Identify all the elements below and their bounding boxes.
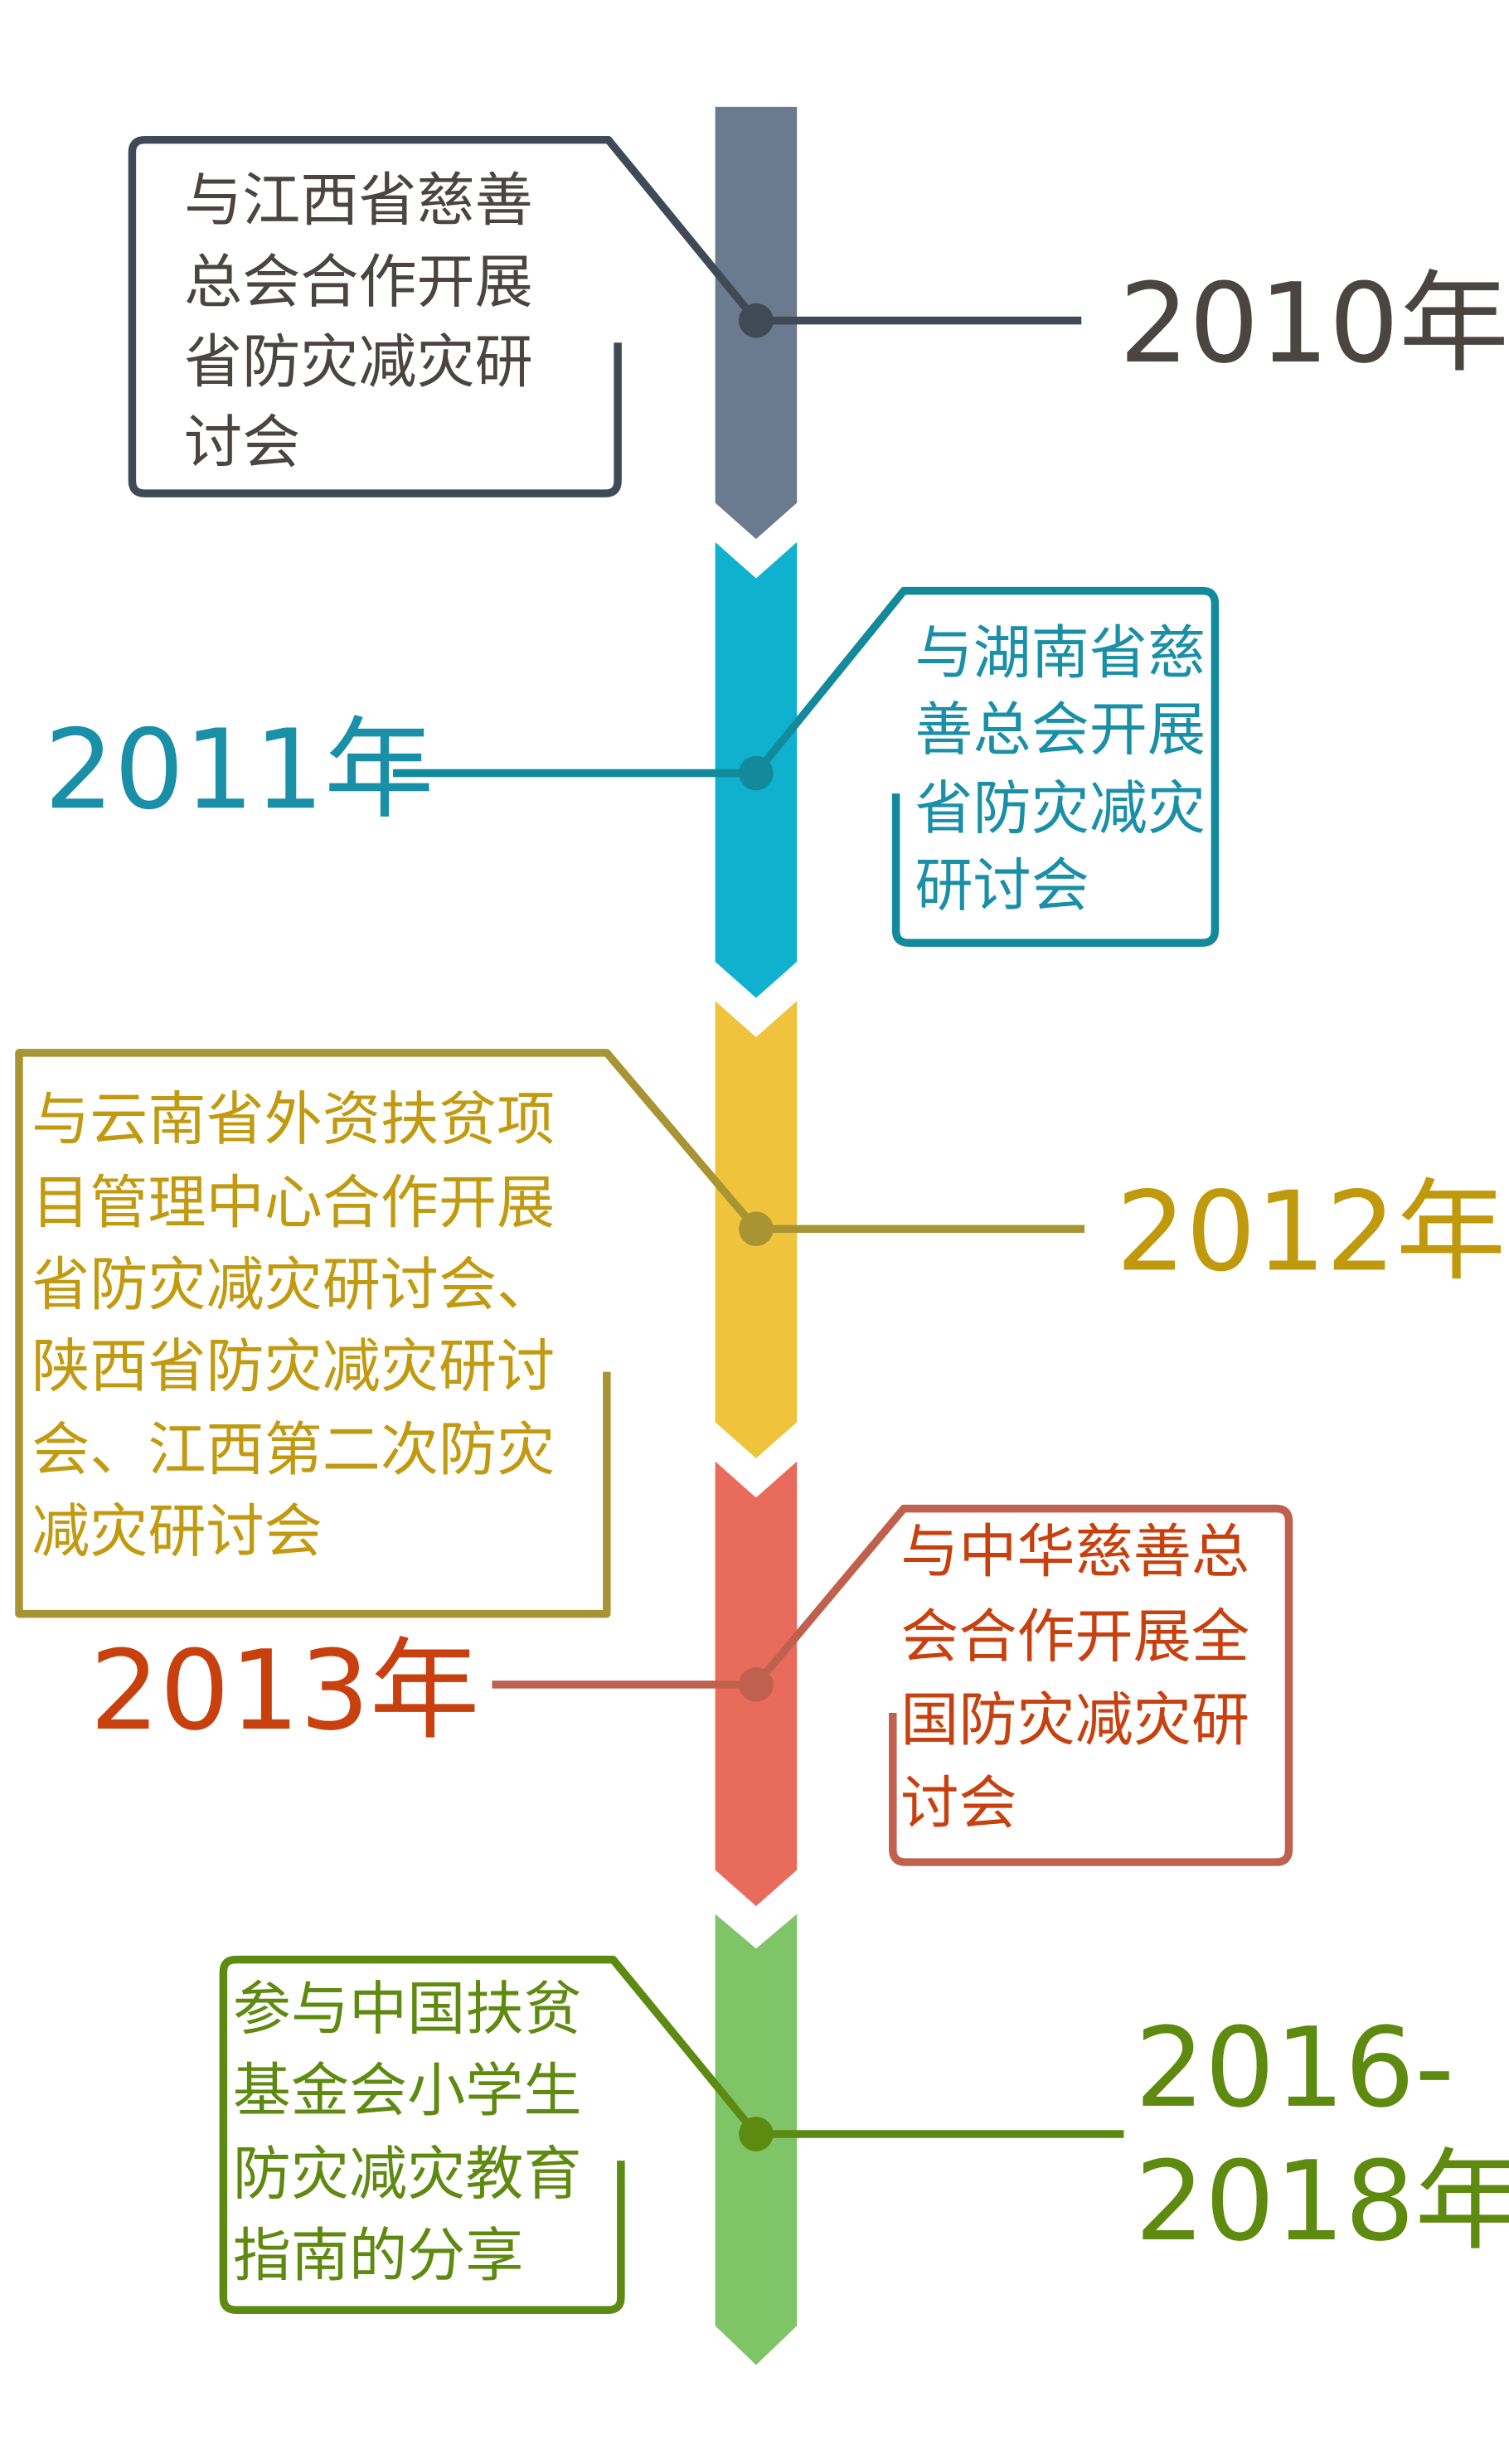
event-text-line: 基金会小学生: [233, 2057, 582, 2125]
event-2011: 2011年 与湖南省慈 善总会开展 省防灾减灾 研讨会: [44, 586, 1220, 947]
year-label-2010: 2010年: [1119, 260, 1509, 388]
event-text-line: 省防灾减灾研讨会、: [32, 1250, 555, 1318]
year-label-2012: 2012年: [1116, 1168, 1506, 1296]
event-2016-2018: 2016- 2018年 参与中国扶贫 基金会小学生 防灾减灾教育 指南的分享: [219, 1955, 1509, 2314]
event-text-line: 国防灾减灾研: [900, 1686, 1249, 1753]
event-2012: 2012年 与云南省外资扶贫项 目管理中心合作开展 省防灾减灾研讨会、 陕西省防…: [15, 1049, 1506, 1618]
event-text-line: 讨会: [900, 1769, 1017, 1837]
timeline-dot-2011: [739, 755, 774, 791]
event-text-line: 防灾减灾教育: [233, 2140, 582, 2208]
timeline-dot-2016-2018: [739, 2117, 774, 2151]
timeline-dot-2010: [739, 303, 774, 338]
callout-box-2016-2018: [219, 1955, 759, 2314]
event-text-line: 总会合作开展: [184, 248, 533, 316]
year-label-2016: 2016-: [1135, 2005, 1454, 2132]
year-label-2018: 2018年: [1135, 2138, 1509, 2266]
event-text-line: 与中华慈善总: [900, 1517, 1249, 1585]
event-2013: 2013年 与中华慈善总 会合作开展全 国防灾减灾研 讨会: [90, 1504, 1293, 1866]
year-label-2011: 2011年: [44, 706, 434, 834]
event-text-line: 减灾研讨会: [32, 1497, 323, 1565]
callout-box-2013: [753, 1504, 1293, 1866]
callout-box-2010: [128, 135, 759, 497]
event-text-line: 陕西省防灾减灾研讨: [32, 1332, 555, 1400]
event-text-line: 研讨会: [915, 851, 1089, 919]
event-text-line: 会合作开展全: [900, 1603, 1249, 1671]
callout-box-2011: [753, 586, 1220, 947]
event-text-line: 参与中国扶贫: [233, 1975, 582, 2043]
event-text-line: 与湖南省慈: [915, 618, 1206, 686]
event-text-line: 善总会开展: [915, 696, 1206, 764]
event-text-line: 目管理中心合作开展: [32, 1169, 555, 1237]
event-text-line: 指南的分享: [233, 2222, 524, 2290]
event-text-line: 与江西省慈善: [184, 166, 533, 234]
year-label-2013: 2013年: [90, 1627, 479, 1755]
timeline-dot-2012: [739, 1211, 774, 1247]
event-text-line: 会、江西第二次防灾: [32, 1415, 555, 1483]
event-2010: 2010年 与江西省慈善 总会合作开展 省防灾减灾研 讨会: [128, 135, 1509, 497]
event-text-line: 与云南省外资扶贫项: [32, 1085, 555, 1153]
event-text-line: 讨会: [184, 408, 300, 476]
event-text-line: 省防灾减灾研: [184, 328, 533, 396]
callout-box-2012: [15, 1049, 759, 1618]
timeline-dot-2013: [739, 1667, 774, 1702]
event-text-line: 省防灾减灾: [915, 774, 1206, 842]
